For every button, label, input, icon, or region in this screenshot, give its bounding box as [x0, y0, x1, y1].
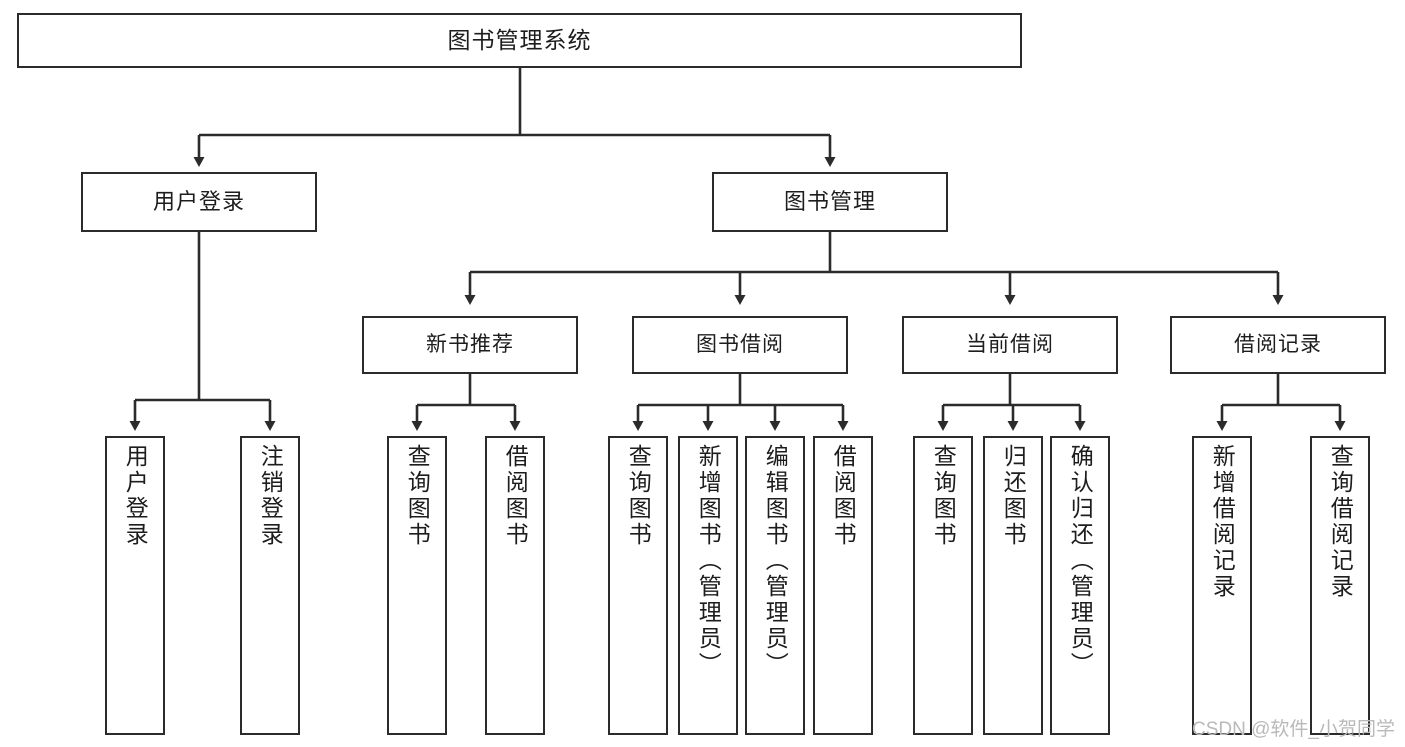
node-book-management[interactable]: 图书管理 [712, 172, 948, 232]
leaf-query-borrow-record-label: 查询借阅记录 [1327, 444, 1354, 600]
node-root[interactable]: 图书管理系统 [17, 13, 1022, 68]
leaf-add-borrow-record-label: 新增借阅记录 [1209, 444, 1236, 600]
leaf-add-book-admin-label: 新增图书（管理员） [695, 444, 722, 678]
leaf-borrow-book-recommend[interactable]: 借阅图书 [485, 436, 545, 735]
leaf-borrow-book-label: 借阅图书 [830, 444, 857, 548]
leaf-query-book-borrow[interactable]: 查询图书 [608, 436, 668, 735]
node-new-book-recommendation-label: 新书推荐 [426, 332, 514, 356]
node-book-borrow-label: 图书借阅 [696, 332, 784, 356]
node-borrow-record-label: 借阅记录 [1234, 332, 1322, 356]
node-new-book-recommendation[interactable]: 新书推荐 [362, 316, 578, 374]
node-borrow-record[interactable]: 借阅记录 [1170, 316, 1386, 374]
leaf-borrow-book-recommend-label: 借阅图书 [502, 444, 529, 548]
leaf-query-book-recommend[interactable]: 查询图书 [387, 436, 447, 735]
leaf-return-book-label: 归还图书 [1000, 444, 1027, 548]
leaf-query-borrow-record[interactable]: 查询借阅记录 [1310, 436, 1370, 735]
leaf-logout-label: 注销登录 [257, 444, 284, 548]
node-book-management-label: 图书管理 [783, 189, 876, 215]
leaf-confirm-return-admin[interactable]: 确认归还（管理员） [1050, 436, 1110, 735]
leaf-edit-book-admin[interactable]: 编辑图书（管理员） [745, 436, 805, 735]
leaf-borrow-book[interactable]: 借阅图书 [813, 436, 873, 735]
leaf-user-login[interactable]: 用户登录 [105, 436, 165, 735]
leaf-edit-book-admin-label: 编辑图书（管理员） [762, 444, 789, 678]
node-root-label: 图书管理系统 [447, 27, 592, 54]
leaf-query-book-recommend-label: 查询图书 [404, 444, 431, 548]
leaf-query-book-borrow-label: 查询图书 [625, 444, 652, 548]
node-current-borrow[interactable]: 当前借阅 [902, 316, 1118, 374]
leaf-user-login-label: 用户登录 [122, 444, 149, 548]
node-user-login[interactable]: 用户登录 [81, 172, 317, 232]
leaf-logout[interactable]: 注销登录 [240, 436, 300, 735]
node-current-borrow-label: 当前借阅 [966, 332, 1054, 356]
node-book-borrow[interactable]: 图书借阅 [632, 316, 848, 374]
leaf-query-book-current-label: 查询图书 [930, 444, 957, 548]
node-user-login-label: 用户登录 [152, 189, 245, 215]
leaf-query-book-current[interactable]: 查询图书 [913, 436, 973, 735]
leaf-add-book-admin[interactable]: 新增图书（管理员） [678, 436, 738, 735]
leaf-confirm-return-admin-label: 确认归还（管理员） [1067, 444, 1094, 678]
leaf-return-book[interactable]: 归还图书 [983, 436, 1043, 735]
leaf-add-borrow-record[interactable]: 新增借阅记录 [1192, 436, 1252, 735]
